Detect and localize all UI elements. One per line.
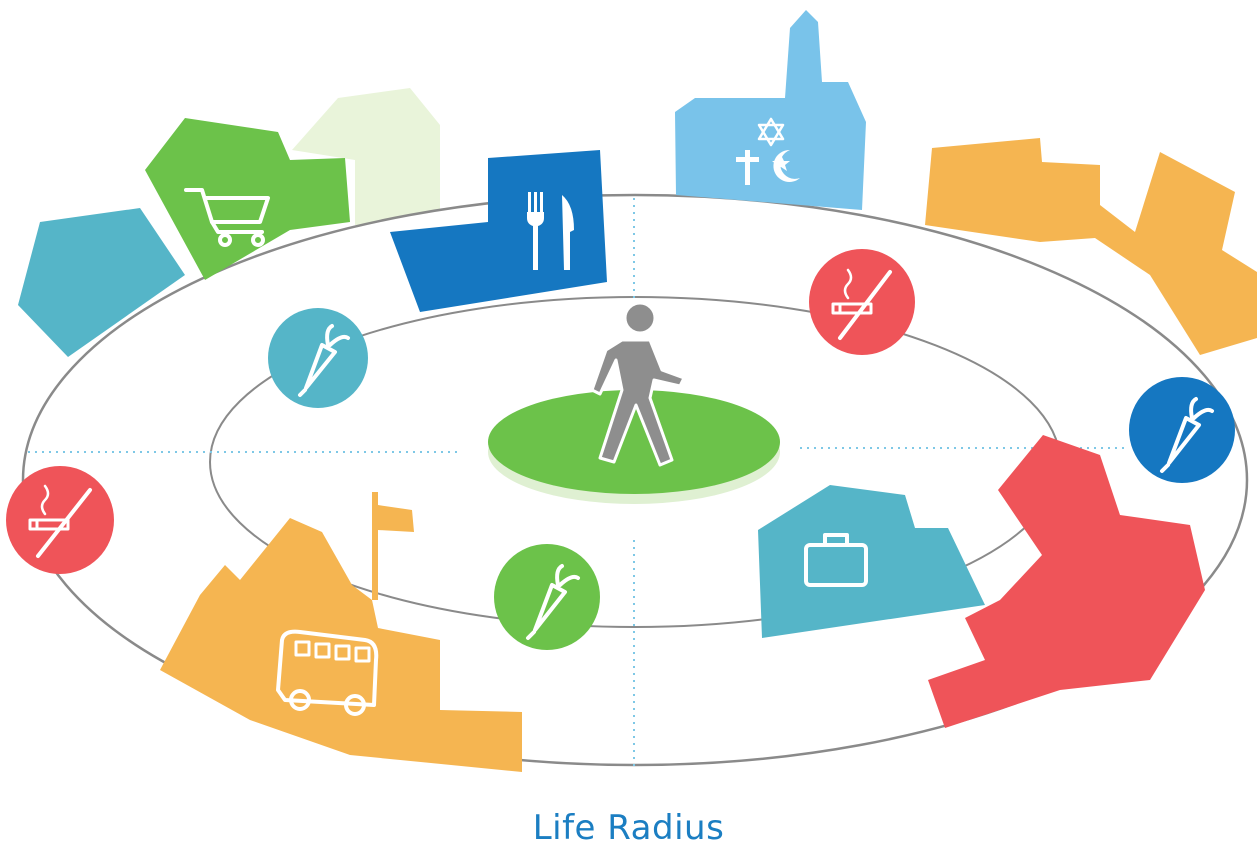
religion-symbols-icon — [736, 117, 800, 185]
flag — [372, 492, 414, 600]
walking-person-icon — [590, 301, 686, 467]
building-orange-right — [925, 138, 1257, 355]
carrot-icon — [268, 308, 368, 408]
building-teal-left — [18, 208, 185, 357]
building-blue-restaurant — [390, 150, 607, 312]
pale-building-top-left — [292, 88, 440, 228]
diagram-caption: Life Radius — [532, 808, 725, 848]
carrot-icon — [1129, 377, 1235, 483]
shopping-cart-icon — [184, 188, 270, 247]
no-smoking-icon — [809, 249, 915, 355]
building-teal-office — [758, 485, 985, 638]
fork-knife-icon — [527, 192, 574, 270]
building-sky-religious — [675, 10, 866, 210]
no-smoking-icon — [6, 466, 114, 574]
school-bus-icon — [276, 629, 379, 716]
building-red-right — [928, 435, 1205, 728]
briefcase-icon — [804, 533, 868, 587]
center-platform — [488, 390, 780, 494]
carrot-icon — [494, 544, 600, 650]
